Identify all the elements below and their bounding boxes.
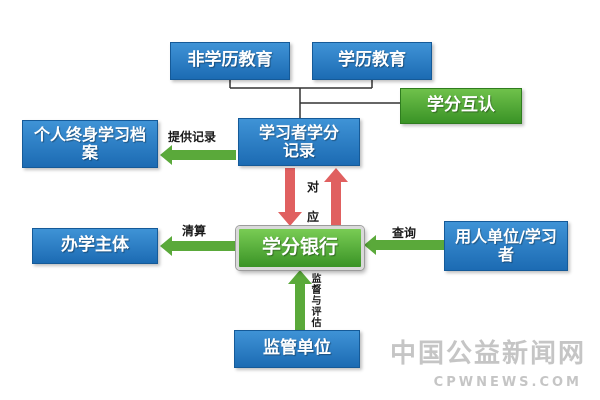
edge-label-query: 查询: [392, 226, 417, 240]
node-employer-learner: 用人单位/学习者: [444, 221, 568, 271]
node-non-degree: 非学历教育: [170, 42, 290, 80]
node-degree-label: 学历教育: [338, 50, 406, 71]
node-degree: 学历教育: [312, 42, 432, 80]
node-mutual-recognition: 学分互认: [400, 88, 522, 124]
node-credit-bank-label: 学分银行: [261, 236, 338, 259]
arrow-correspond-up: [324, 168, 348, 226]
node-employer-learner-label: 用人单位/学习者: [455, 226, 557, 264]
arrow-supervise: [288, 270, 312, 330]
edge-label-settle: 清算: [182, 224, 207, 238]
edge-label-correspond: 对应: [306, 180, 319, 224]
node-credit-bank: 学分银行: [236, 226, 364, 270]
node-learner-record: 学习者学分记录: [238, 118, 360, 166]
node-school-entity: 办学主体: [32, 228, 158, 264]
arrow-query: [364, 235, 444, 255]
edge-label-provide-record: 提供记录: [168, 130, 217, 144]
watermark-site-url: CPWNEWS.COM: [433, 375, 582, 390]
node-supervisor: 监管单位: [234, 330, 360, 368]
node-mutual-recognition-label: 学分互认: [427, 95, 495, 116]
node-lifelong-archive: 个人终身学习档案: [22, 120, 158, 168]
node-lifelong-archive-label: 个人终身学习档案: [33, 124, 146, 162]
arrow-settle: [160, 236, 236, 256]
node-learner-record-label: 学习者学分记录: [258, 122, 339, 160]
watermark-site-name: 中国公益新闻网: [389, 339, 586, 369]
arrow-correspond-down: [278, 168, 302, 226]
node-supervisor-label: 监管单位: [263, 338, 331, 359]
node-school-entity-label: 办学主体: [61, 235, 129, 256]
edge-label-supervise-evaluate: 监督与评估: [311, 274, 322, 329]
arrow-provide-record: [160, 145, 236, 165]
node-non-degree-label: 非学历教育: [187, 50, 273, 71]
